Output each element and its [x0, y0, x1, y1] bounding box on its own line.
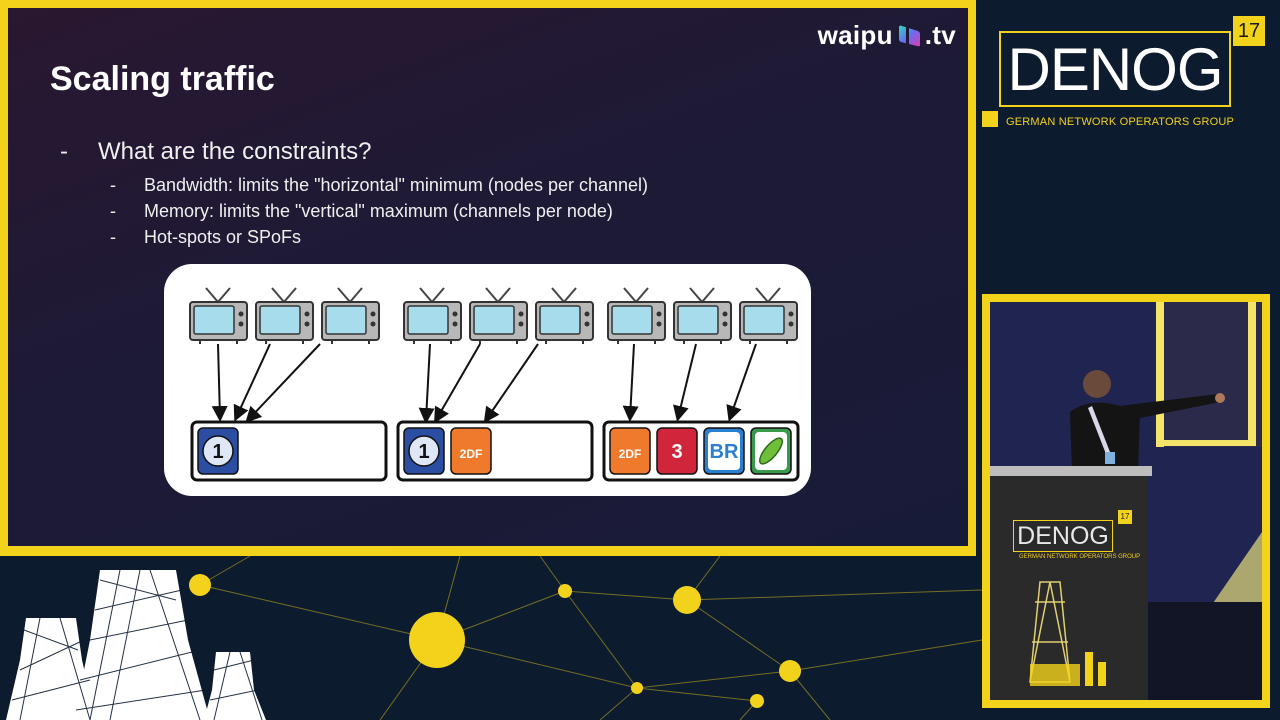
speaker-camera-feed: DENOG 17 GERMAN NETWORK OPERATORS GROUP: [990, 302, 1262, 700]
channel-logo-zdf: 2DF: [609, 427, 651, 475]
tv-icon: [469, 287, 528, 344]
sub-bullet-text: Memory: limits the "vertical" maximum (c…: [144, 201, 613, 221]
waipu-tv-logo: waipu .tv: [818, 20, 956, 51]
arrow: [233, 343, 271, 422]
scaling-diagram: 1 1 2DF 2DF 3 BR: [164, 264, 811, 496]
bullet-dash: -: [110, 227, 116, 247]
channel-label: 3: [671, 441, 682, 463]
sub-bullet: - Memory: limits the "vertical" maximum (…: [110, 198, 648, 224]
sub-bullet: - Bandwidth: limits the "horizontal" mini…: [110, 172, 648, 198]
arrow: [211, 343, 228, 422]
sub-bullet-text: Bandwidth: limits the "horizontal" minim…: [144, 175, 649, 195]
channel-logo-pickle: [750, 427, 792, 475]
slide-frame: waipu .tv Scaling traffic - What are the…: [0, 0, 976, 556]
tv-icon: [535, 287, 594, 344]
diagram-canvas: 1 1 2DF 2DF 3 BR: [189, 287, 800, 482]
arrow: [726, 343, 757, 422]
channel-label: 2DF: [619, 447, 642, 461]
denog-subtitle: GERMAN NETWORK OPERATORS GROUP: [1006, 116, 1235, 128]
sub-bullet-text: Hot-spots or SPoFs: [144, 227, 302, 247]
bullet-dash: -: [110, 201, 116, 221]
channel-logo-zdf: 2DF: [450, 427, 492, 475]
server-node: [190, 420, 388, 482]
denog-logo: DENOG: [999, 31, 1231, 107]
presentation-slide: waipu .tv Scaling traffic - What are the…: [8, 8, 968, 546]
channel-label: 1: [418, 441, 429, 463]
server-node: [396, 420, 594, 482]
podium-subtitle: GERMAN NETWORK OPERATORS GROUP: [1019, 554, 1141, 560]
arrow: [673, 343, 697, 422]
server-node: [602, 420, 800, 482]
tv-icon: [321, 287, 380, 344]
slide-number-badge: 17: [1233, 16, 1265, 46]
sub-bullet-list: - Bandwidth: limits the "horizontal" mini…: [110, 172, 648, 250]
channel-label: 1: [212, 441, 223, 463]
arrow: [433, 343, 481, 424]
tv-icon: [255, 287, 314, 344]
brand-name-right: .tv: [924, 20, 956, 50]
channel-logo-ard: 1: [197, 427, 239, 475]
podium-number-badge: 17: [1118, 510, 1132, 524]
arrow: [483, 343, 539, 424]
logo-square-icon: [982, 111, 998, 127]
podium-denog-logo: DENOG: [1013, 520, 1113, 552]
tv-icon: [673, 287, 732, 344]
waipu-logo-icon: [898, 24, 920, 47]
channel-logo-br: BR: [703, 427, 745, 475]
brand-name-left: waipu: [817, 20, 893, 50]
arrow: [622, 343, 639, 422]
tv-icon: [403, 287, 462, 344]
slide-title: Scaling traffic: [50, 60, 275, 98]
bullet-dash: -: [60, 138, 68, 165]
arrow: [418, 343, 435, 424]
channel-logo-ard: 1: [403, 427, 445, 475]
arrow: [245, 343, 321, 423]
sub-bullet: - Hot-spots or SPoFs: [110, 224, 648, 250]
question-text: What are the constraints?: [98, 138, 372, 165]
tv-icon: [189, 287, 248, 344]
stage-scene-image: [990, 302, 1262, 700]
bullet-list: - What are the constraints? - Bandwidth: …: [60, 138, 648, 250]
channel-logo-three: 3: [656, 427, 698, 475]
main-bullet: - What are the constraints?: [60, 138, 648, 166]
tv-icon: [739, 287, 798, 344]
channel-label: 2DF: [460, 447, 483, 461]
speaker-camera-frame: DENOG 17 GERMAN NETWORK OPERATORS GROUP: [982, 294, 1270, 708]
channel-label: BR: [710, 441, 739, 463]
tv-icon: [607, 287, 666, 344]
bullet-dash: -: [110, 175, 116, 195]
